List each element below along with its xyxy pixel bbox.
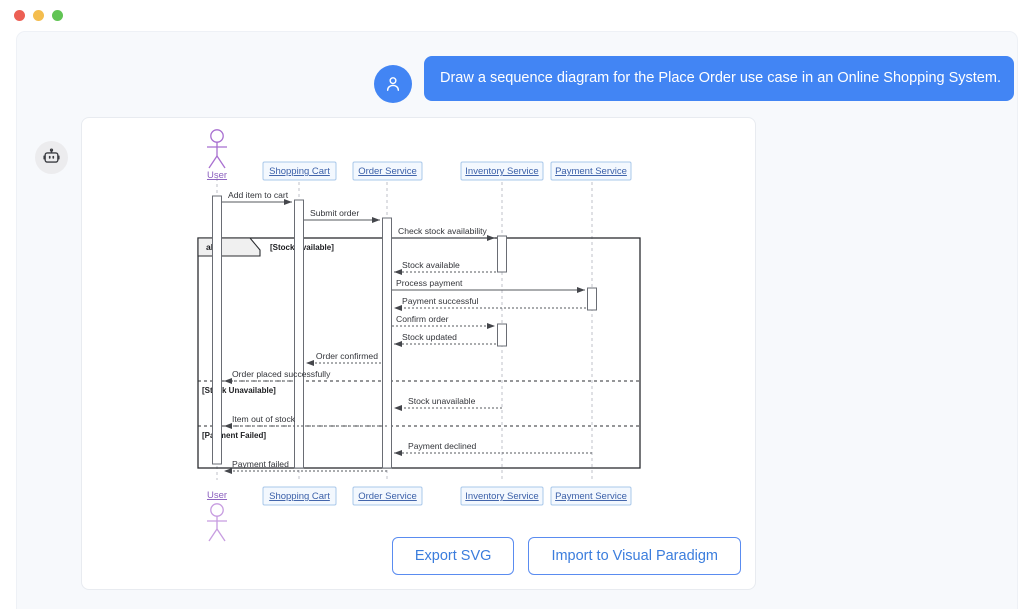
diagram-card: User User Shopping Cart [81,117,756,590]
user-message-bubble: Draw a sequence diagram for the Place Or… [424,56,1014,101]
alt-guard-3: [Payment Failed] [202,431,266,440]
message-label-add-item-to-cart: Add item to cart [228,190,289,200]
lifeline-lines [216,176,593,480]
minimize-button[interactable] [33,10,44,21]
lifeline-heads-bottom: Shopping Cart Order Service Inventory Se… [262,486,632,506]
message-label-stock-available: Stock available [402,260,460,270]
activation-bars [212,195,597,469]
diagram-actions: Export SVG Import to Visual Paradigm [391,537,741,575]
lifeline-foot-inventory-service[interactable]: Inventory Service [465,491,538,502]
lifeline-foot-payment-service[interactable]: Payment Service [555,491,627,502]
lifeline-foot-order-service[interactable]: Order Service [358,491,417,502]
bot-avatar [35,141,68,174]
user-avatar [374,65,412,103]
message-label-stock-unavailable: Stock unavailable [408,396,476,406]
message-label-order-placed-successfully: Order placed successfully [232,369,331,379]
message-labels: Add item to cart Submit order Check stoc… [228,190,488,469]
alt-guard-2: [Stock Unavailable] [202,386,276,395]
person-icon [386,77,400,91]
message-label-submit-order: Submit order [310,208,359,218]
messages [222,199,592,474]
bot-message-row: User User Shopping Cart [35,117,756,590]
robot-icon [43,148,60,163]
import-visual-paradigm-button[interactable]: Import to Visual Paradigm [528,537,741,575]
lifeline-head-shopping-cart[interactable]: Shopping Cart [269,166,330,177]
actor-label-bottom: User [207,490,227,501]
message-label-payment-successful: Payment successful [402,296,479,306]
lifeline-foot-shopping-cart[interactable]: Shopping Cart [269,491,330,502]
message-label-stock-updated: Stock updated [402,332,457,342]
message-label-payment-declined: Payment declined [408,441,477,451]
lifeline-heads-top: Shopping Cart Order Service Inventory Se… [262,161,632,181]
message-label-check-stock-availability: Check stock availability [398,226,488,236]
lifeline-head-payment-service[interactable]: Payment Service [555,166,627,177]
window-titlebar [0,0,1034,31]
maximize-button[interactable] [52,10,63,21]
message-label-process-payment: Process payment [396,278,463,288]
lifeline-head-order-service[interactable]: Order Service [358,166,417,177]
message-label-item-out-of-stock: Item out of stock [232,414,296,424]
actor-label-top: User [207,170,227,181]
export-svg-button[interactable]: Export SVG [391,537,515,575]
actor-user-top [207,129,227,169]
user-message-row: Draw a sequence diagram for the Place Or… [374,56,1014,103]
actor-user-bottom [207,503,227,542]
sequence-diagram: User User Shopping Cart [197,129,641,542]
message-label-confirm-order: Confirm order [396,314,449,324]
chat-area: Draw a sequence diagram for the Place Or… [16,31,1018,609]
alt-operator-label: alt [206,242,216,252]
close-button[interactable] [14,10,25,21]
lifeline-head-inventory-service[interactable]: Inventory Service [465,166,538,177]
message-label-order-confirmed: Order confirmed [316,351,378,361]
message-label-payment-failed: Payment failed [232,459,289,469]
